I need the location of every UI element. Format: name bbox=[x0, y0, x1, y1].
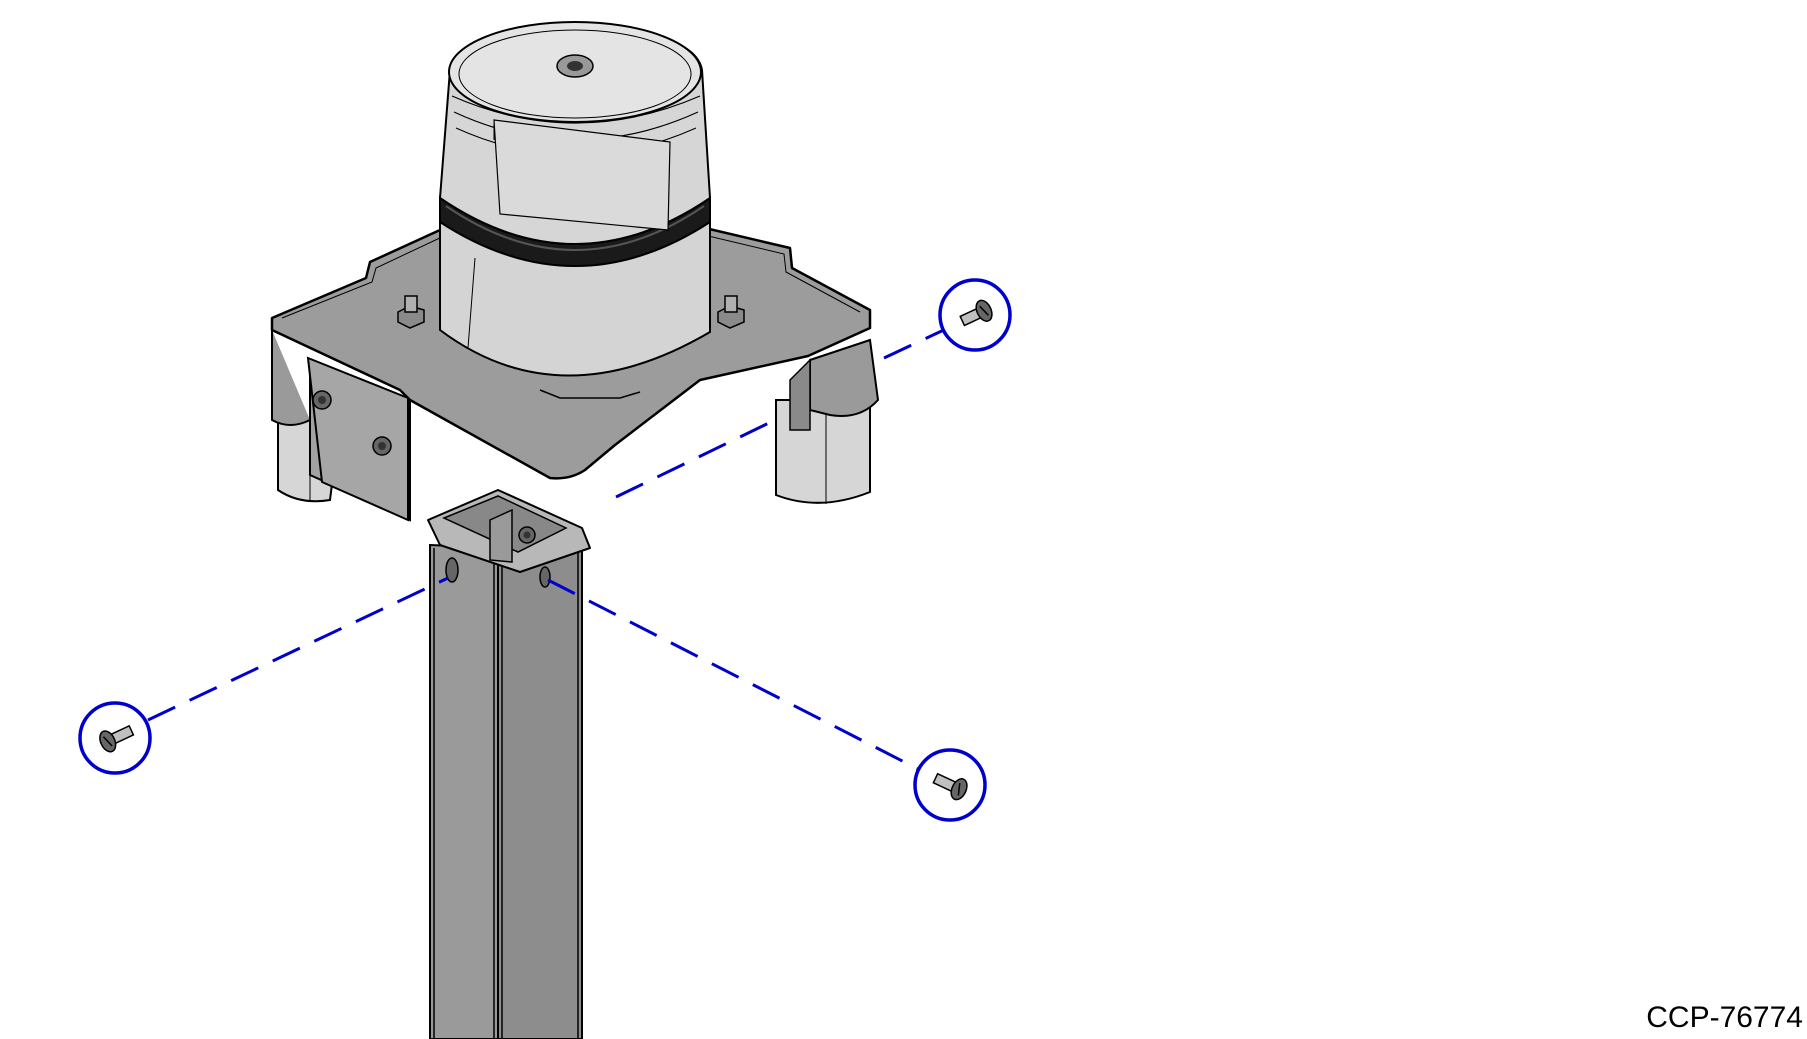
pole-hole-right bbox=[539, 566, 551, 588]
screw-callout-left bbox=[78, 701, 152, 775]
hex-nut-right bbox=[717, 295, 745, 329]
screw-icon bbox=[959, 299, 993, 327]
screw-callout-lower-right bbox=[913, 748, 987, 822]
top-cap-nut bbox=[556, 54, 594, 78]
figure-id-label: CCP-76774 bbox=[1646, 1001, 1803, 1034]
screw-icon bbox=[99, 724, 135, 753]
leader-line-upper-right bbox=[615, 418, 776, 499]
callout-leader-lines bbox=[147, 326, 949, 772]
leader-line-upper-right-outer bbox=[883, 326, 949, 360]
pole-hole-left bbox=[445, 557, 459, 583]
leader-line-lower-right bbox=[547, 578, 921, 772]
screw-icon bbox=[932, 772, 968, 801]
leader-line-left bbox=[147, 576, 449, 722]
pole-collar bbox=[427, 489, 591, 573]
mounting-pole bbox=[429, 543, 583, 1039]
beacon-light bbox=[438, 21, 712, 377]
screw-callout-upper-right bbox=[938, 278, 1012, 352]
left-side-bracket bbox=[306, 356, 409, 522]
hex-nut-left bbox=[397, 295, 425, 329]
